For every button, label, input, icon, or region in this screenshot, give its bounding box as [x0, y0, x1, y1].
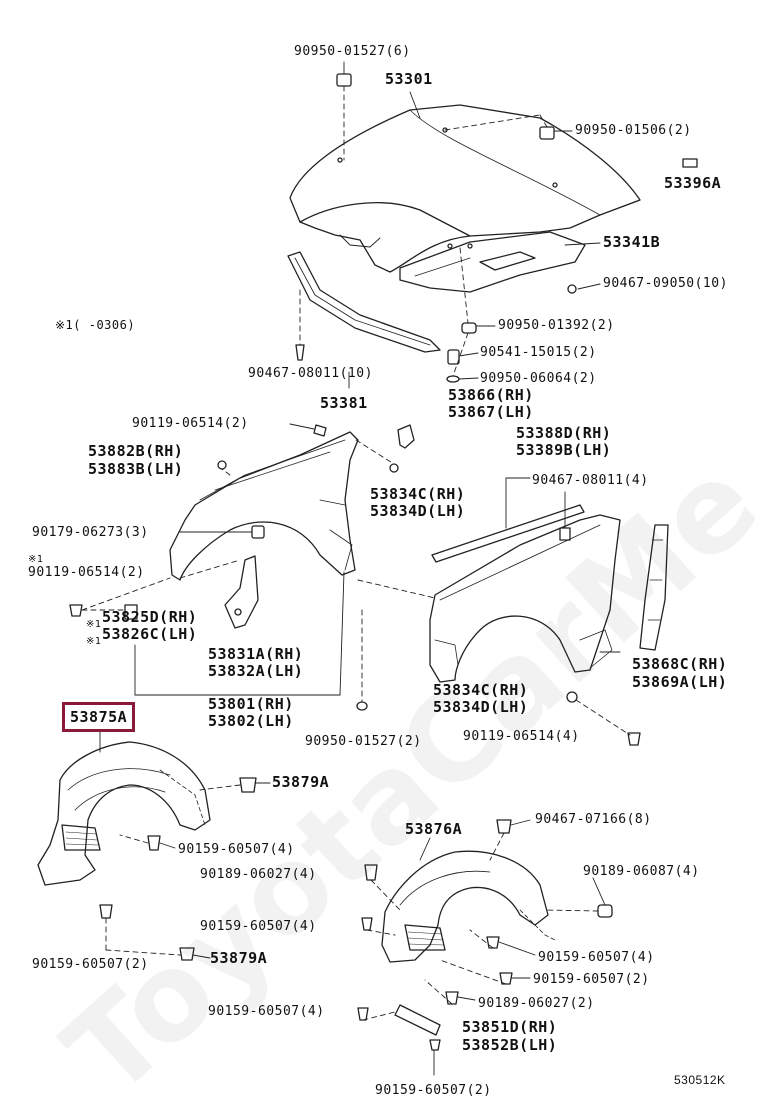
part-label: 90541-15015(2)	[480, 345, 597, 360]
part-label: 90159-60507(4)	[178, 842, 295, 857]
part-label: 53832A(LH)	[208, 662, 304, 680]
part-label-liner-front: 53876A	[405, 820, 463, 838]
clips-top	[295, 73, 698, 383]
hood-seal-part	[287, 251, 441, 353]
fender-seal-part	[639, 524, 669, 651]
fender-trim-strip	[431, 504, 585, 563]
part-label: 90467-08011(4)	[532, 473, 649, 488]
part-label: 53388D(RH)	[516, 424, 612, 442]
note-marker: ※1	[86, 636, 102, 647]
part-label: 90950-01527(6)	[294, 44, 411, 59]
part-label: 53389B(LH)	[516, 441, 612, 459]
clips-liner-front	[357, 819, 613, 1021]
part-label: 90189-06027(4)	[200, 867, 317, 882]
applicability-note: ※1( -0306)	[55, 318, 136, 332]
part-label: 53826C(LH)	[102, 625, 198, 643]
part-label: 53882B(RH)	[88, 442, 184, 460]
note-marker: ※1	[86, 619, 102, 630]
part-label: 90159-60507(4)	[208, 1004, 325, 1019]
part-label: 53851D(RH)	[462, 1018, 558, 1036]
fender-clip-part	[356, 424, 571, 711]
part-label: 53831A(RH)	[208, 645, 304, 663]
hood-insulator-part	[399, 231, 586, 293]
part-label: 53883B(LH)	[88, 460, 184, 478]
part-label: 90159-60507(2)	[375, 1083, 492, 1098]
part-label: 90189-06027(2)	[478, 996, 595, 1011]
leader-dashes-top	[299, 85, 548, 377]
clips-liner-rear	[99, 777, 257, 961]
part-label: 90950-01506(2)	[575, 123, 692, 138]
part-label-fender: 53801(RH)	[208, 695, 294, 713]
part-label: 90159-60507(4)	[538, 950, 655, 965]
part-label: 90950-01527(2)	[305, 734, 422, 749]
part-label: 53869A(LH)	[632, 673, 728, 691]
part-label: 53834C(RH)	[433, 681, 529, 699]
part-label: 90159-60507(4)	[200, 919, 317, 934]
fender-bracket-part	[224, 555, 259, 629]
leader-dashes-liner-front	[362, 832, 599, 1021]
part-label: 90119-06514(4)	[463, 729, 580, 744]
fender-liner-rear-part	[37, 741, 211, 886]
part-label: 53867(LH)	[448, 403, 534, 421]
part-label: 90179-06273(3)	[32, 525, 149, 540]
leader-dashes-mid	[81, 439, 631, 736]
leader-lines-liner-rear	[99, 731, 271, 959]
part-label: 53868C(RH)	[632, 655, 728, 673]
part-label: 90467-08011(10)	[248, 366, 373, 381]
part-label: 90467-09050(10)	[603, 276, 728, 291]
part-label: 53879A	[272, 773, 330, 791]
part-label: 53834C(RH)	[370, 485, 466, 503]
part-label: 90950-06064(2)	[480, 371, 597, 386]
left-fender-part	[169, 424, 359, 581]
diagram-code: 530512K	[674, 1073, 726, 1087]
part-label: 90159-60507(2)	[533, 972, 650, 987]
part-label: 53834D(LH)	[370, 502, 466, 520]
part-label: 53879A	[210, 949, 268, 967]
part-label: 53825D(RH)	[102, 608, 198, 626]
part-label-hood-seal: 53381	[320, 394, 368, 412]
leader-lines-top	[343, 61, 601, 389]
right-fender-part	[389, 463, 641, 746]
leader-dashes-liner-rear	[105, 784, 241, 956]
highlighted-part-label[interactable]: 53875A	[62, 702, 136, 732]
part-label-hood: 53301	[385, 70, 433, 88]
part-label: 90119-06514(2)	[28, 565, 145, 580]
leader-lines-mid	[134, 423, 621, 696]
part-label: 90467-07166(8)	[535, 812, 652, 827]
part-label: 90119-06514(2)	[132, 416, 249, 431]
note-marker: ※1	[28, 554, 44, 565]
part-label: 53866(RH)	[448, 386, 534, 404]
hood-part	[289, 104, 641, 273]
part-label: 53396A	[664, 174, 722, 192]
fender-liner-front-extra	[394, 1004, 441, 1051]
fender-small-bracket	[69, 604, 138, 620]
leader-lines-liner-front	[419, 819, 606, 1076]
part-label-fender: 53802(LH)	[208, 712, 294, 730]
part-label-hood-insulator: 53341B	[603, 233, 661, 251]
part-label: 90189-06087(4)	[583, 864, 700, 879]
part-label: 90159-60507(2)	[32, 957, 149, 972]
part-label: 53852B(LH)	[462, 1036, 558, 1054]
fender-liner-front-part	[381, 850, 556, 963]
part-label: 53834D(LH)	[433, 698, 529, 716]
part-label: 90950-01392(2)	[498, 318, 615, 333]
